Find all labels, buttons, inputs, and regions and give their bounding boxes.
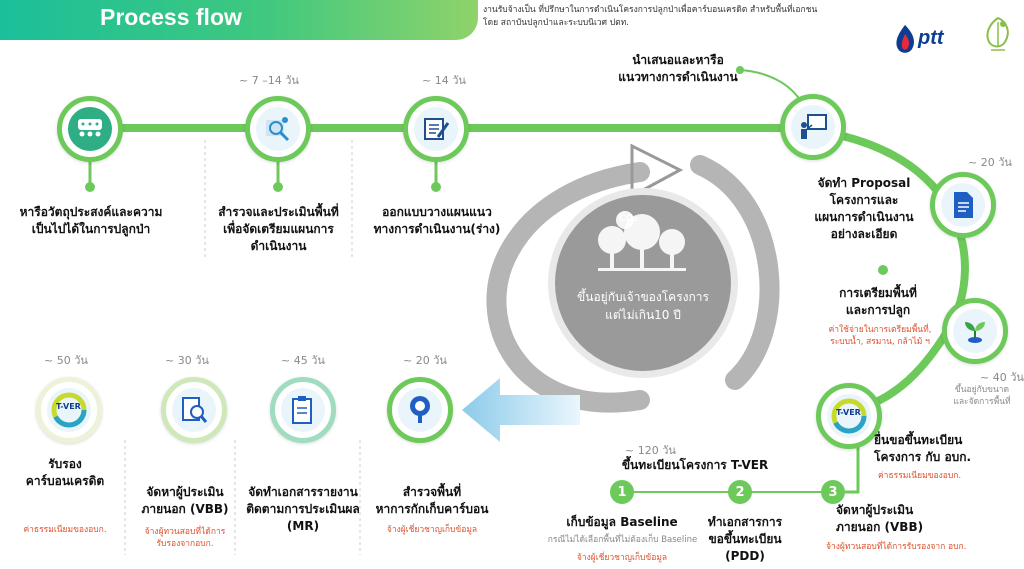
tver-step-1-sub: กรณีไม่ได้เลือกพื้นที่ไม่ต้องเก็บ Baseli… (547, 535, 698, 545)
tver-step-1-label: เก็บข้อมูล Baseline (566, 515, 678, 529)
step-carbon-survey-duration: ~ 20 วัน (403, 354, 447, 367)
step-register-label: ยื่นขอขึ้นทะเบียน โครงการ กับ อบก. (874, 433, 972, 464)
step-discuss-label: หารือวัตถุประสงค์และความ เป็นไปได้ในการป… (19, 205, 163, 236)
step-design-label: ออกแบบวางแผนแนว ทางการดำเนินงาน(ร่าง) (373, 205, 501, 236)
step-vbb-duration: ~ 30 วัน (165, 354, 209, 367)
meeting-icon (78, 119, 102, 137)
document-search-icon (182, 397, 208, 423)
step-carbon-survey-node (387, 377, 453, 443)
tver-duration: ~ 120 วัน (625, 444, 676, 457)
step-planting-note: ค่าใช้จ่ายในการเตรียมพื้นที่, ระบบน้ำ, ส… (828, 325, 932, 347)
page-title: Process flow (100, 4, 242, 30)
header-note: งานรับจ้างเป็น ที่ปรึกษาในการดำเนินโครงก… (483, 4, 843, 30)
tver-step-1: 1 (610, 480, 634, 504)
step-survey-node (245, 96, 311, 162)
step-certify-label: รับรอง คาร์บอนเครดิต (25, 457, 105, 488)
tree-icon (410, 396, 430, 423)
step-planting-grey-note: ขึ้นอยู่กับขนาด และจัดการพื้นที่ (953, 385, 1011, 407)
step-planting-duration: ~ 40 วัน (980, 371, 1024, 384)
ptt-flame-icon (896, 25, 914, 53)
step-design-duration: ~ 14 วัน (422, 74, 466, 87)
step-survey-duration: ~ 7 –14 วัน (239, 74, 299, 87)
header-note-line2: โดย สถาบันปลูกป่าและระบบนิเวศ ปตท. (483, 18, 629, 28)
step-register-node (816, 383, 882, 449)
header-note-line1: งานรับจ้างเป็น ที่ปรึกษาในการดำเนินโครงก… (483, 5, 818, 15)
title-banner (0, 0, 478, 40)
step-certify-node (36, 377, 102, 443)
step-register-note: ค่าธรรมเนียมของอบก. (878, 471, 962, 481)
institute-seal-icon (986, 16, 1009, 51)
map-search-icon (266, 117, 290, 142)
center-duration-text: ขึ้นอยู่กับเจ้าของโครงการ แต่ไม่เกิน10 ป… (577, 290, 709, 322)
tver-step-1-note: จ้างผู้เชี่ยวชาญเก็บข้อมูล (576, 553, 668, 563)
step-proposal-label: จัดทำ Proposal โครงการและ แผนการดำเนินงา… (814, 176, 914, 241)
step-carbon-survey-note: จ้างผู้เชี่ยวชาญเก็บข้อมูล (386, 525, 478, 535)
step-planting-node (942, 298, 1008, 364)
step-vbb-right-note: จ้างผู้ทวนสอบที่ได้การรับรองจาก อบก. (826, 542, 967, 552)
step-mr-label: จัดทำเอกสารรายงาน ติดตามการประเมินผล (MR… (246, 485, 360, 533)
step-mr-duration: ~ 45 วัน (281, 354, 325, 367)
step-proposal-duration: ~ 20 วัน (968, 156, 1012, 169)
step-vbb-node (161, 377, 227, 443)
step-certify-note: ค่าธรรมเนียมของอบก. (23, 525, 107, 535)
step-present-label: นำเสนอและหารือ แนวทางการดำเนินงาน (618, 53, 738, 84)
certify-tver-text: T-VER (56, 402, 81, 411)
tver-step-3: 3 (821, 480, 845, 504)
step-vbb-right-label: จัดหาผู้ประเมิน ภายนอก (VBB) (836, 503, 924, 534)
document-icon (954, 192, 973, 218)
co2-label: CO₂ (619, 214, 638, 224)
step-mr-node (270, 377, 336, 443)
right-flow-arc (789, 124, 969, 414)
register-tver-text: T-VER (836, 408, 861, 417)
step-carbon-survey-label: สำรวจพื้นที่ หาการกักเก็บคาร์บอน (375, 485, 489, 516)
step-certify-duration: ~ 50 วัน (44, 354, 88, 367)
step-present-node (780, 94, 846, 160)
clipboard-icon (292, 396, 312, 424)
step-discuss-node (57, 96, 123, 162)
t-ver-icon (51, 392, 87, 428)
presentation-icon (801, 114, 827, 139)
step-proposal-node (930, 172, 996, 238)
step-survey-label: สำรวจและประเมินพื้นที่ เพื่อจัดเตรียมแผน… (218, 205, 339, 253)
step-planting-label: การเตรียมพื้นที่ และการปลูก (839, 286, 917, 317)
tver-step-2-label: ทำเอกสารการ ขอขึ้นทะเบียน (PDD) (707, 515, 783, 563)
step-design-node (403, 96, 469, 162)
seedling-icon (965, 322, 985, 343)
tver-title: ขึ้นทะเบียนโครงการ T-VER (621, 458, 769, 472)
t-ver-icon (831, 398, 867, 434)
design-plan-icon (424, 118, 450, 140)
ptt-logo-text: ptt (918, 27, 944, 49)
step-vbb-note: จ้างผู้ทวนสอบที่ได้การ รับรองจากอบก. (144, 527, 226, 549)
tver-step-2: 2 (728, 480, 752, 504)
step-vbb-label: จัดหาผู้ประเมิน ภายนอก (VBB) (141, 485, 229, 516)
